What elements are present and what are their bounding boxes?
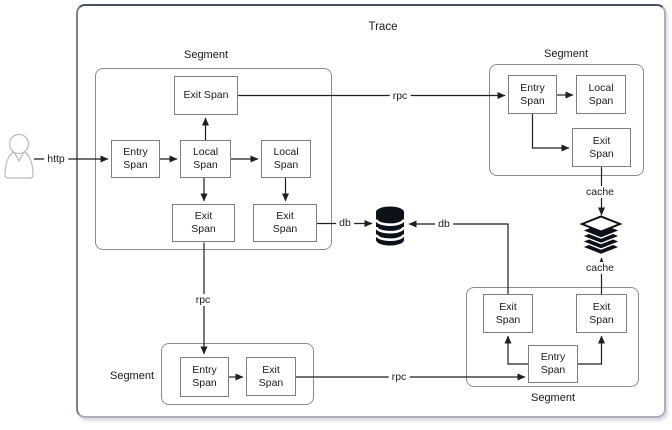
segment4-exit-span-left: Exit Span — [483, 294, 533, 333]
span-label: Exit Span — [589, 134, 614, 160]
db-right-label: db — [435, 218, 453, 230]
segment4-entry-span: Entry Span — [528, 345, 578, 383]
segment2-local-span: Local Span — [576, 75, 626, 114]
rpc-top-label: rpc — [389, 90, 411, 102]
rpc-bottom-label: rpc — [388, 371, 410, 383]
segment1-exit-span-bottom-right: Exit Span — [253, 204, 317, 242]
segment3-label: Segment — [109, 370, 155, 382]
db-left-label: db — [336, 217, 354, 229]
span-label: Exit Span — [258, 363, 284, 389]
entry4-to-exit-right-connector — [578, 335, 605, 365]
segment3-entry-span: Entry Span — [180, 357, 229, 397]
database-icon — [375, 206, 405, 246]
segment2-label: Segment — [543, 48, 589, 60]
span-label: Entry Span — [123, 146, 148, 171]
span-label: Entry Span — [520, 81, 545, 107]
segment1-exit-span-bottom-left: Exit Span — [172, 204, 235, 242]
segment4-exit-span-right: Exit Span — [576, 294, 627, 333]
db-right-connector — [408, 220, 509, 294]
trace-title: Trace — [368, 21, 398, 33]
span-label: Entry Span — [540, 351, 566, 376]
segment1-local-span-1: Local Span — [180, 140, 231, 178]
cache-upper-label: cache — [582, 186, 618, 198]
cache-lower-label: cache — [582, 262, 618, 274]
entry4-to-exit-left-connector — [504, 335, 528, 365]
span-label: Local Span — [588, 81, 614, 107]
span-label: Exit Span — [191, 210, 216, 235]
segment2-exit-span: Exit Span — [572, 128, 631, 167]
span-label: Local Span — [192, 146, 219, 171]
cache-icon — [579, 215, 623, 256]
user-icon — [4, 133, 34, 179]
span-label: Exit Span — [272, 210, 298, 235]
segment1-local-span-2: Local Span — [261, 140, 311, 178]
http-label: http — [44, 153, 68, 165]
span-label: Exit Span — [495, 300, 521, 326]
segment4-label: Segment — [530, 392, 576, 404]
entry2-to-exit-connector — [531, 114, 570, 152]
span-label: Exit Span — [589, 300, 614, 326]
segment1-exit-span-top: Exit Span — [174, 76, 238, 115]
span-label: Entry Span — [192, 364, 217, 389]
segment2-entry-span: Entry Span — [508, 75, 557, 114]
span-label: Local Span — [273, 146, 299, 171]
segment3-exit-span: Exit Span — [246, 357, 296, 396]
rpc-mid-label: rpc — [192, 294, 214, 306]
segment1-entry-span: Entry Span — [111, 140, 160, 178]
segment1-label: Segment — [183, 49, 229, 61]
span-label: Exit Span — [183, 89, 229, 101]
